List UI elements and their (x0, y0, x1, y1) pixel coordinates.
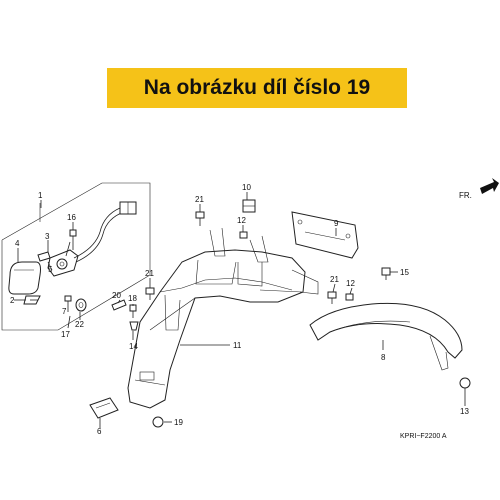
bolt-21-top[interactable] (195, 211, 205, 226)
bolt-13[interactable] (459, 377, 471, 398)
bolt-21-right[interactable] (327, 291, 337, 304)
wire-clip-20[interactable] (111, 299, 127, 311)
label-9: 9 (334, 219, 339, 228)
gasket[interactable] (37, 251, 51, 262)
label-21-left: 21 (145, 269, 154, 278)
nut-12-top[interactable] (239, 231, 248, 239)
label-11: 11 (233, 341, 242, 350)
label-18: 18 (128, 294, 137, 303)
rear-fender[interactable] (127, 227, 319, 409)
label-12-right: 12 (346, 279, 355, 288)
screw-16[interactable] (69, 229, 77, 250)
banner-text: Na obrázku díl číslo 19 (143, 76, 371, 99)
label-10: 10 (242, 183, 251, 192)
license-light[interactable] (89, 397, 119, 419)
taillight-group-frame (1, 182, 151, 331)
part-labels: 1 2 3 4 5 6 7 8 9 10 11 12 12 13 14 15 1… (10, 183, 472, 440)
front-direction-label: FR. (459, 191, 472, 200)
stay-bracket[interactable] (309, 302, 463, 371)
bolt-21-left[interactable] (145, 287, 155, 300)
label-5: 5 (48, 265, 53, 274)
label-7: 7 (62, 307, 67, 316)
label-2: 2 (10, 296, 15, 305)
taillight-lens[interactable] (8, 261, 41, 295)
nut-12-right[interactable] (345, 293, 354, 301)
diagram-code: KPRI−F2200 A (400, 433, 447, 440)
label-8: 8 (381, 353, 386, 362)
label-6: 6 (97, 427, 102, 436)
label-14: 14 (129, 342, 138, 351)
label-21-right: 21 (330, 275, 339, 284)
front-arrow-icon (480, 178, 499, 194)
label-4: 4 (15, 239, 20, 248)
leader-lines (14, 192, 466, 428)
license-plate-bracket[interactable] (291, 211, 359, 259)
label-22: 22 (75, 320, 84, 329)
bulb-socket[interactable] (47, 249, 79, 277)
label-17: 17 (61, 330, 70, 339)
label-15: 15 (400, 268, 409, 277)
screw-15[interactable] (381, 267, 391, 280)
bolt-19[interactable] (152, 416, 164, 428)
taillight-wire (73, 201, 137, 263)
label-20: 20 (112, 291, 121, 300)
label-1: 1 (38, 191, 43, 200)
label-21-top: 21 (195, 195, 204, 204)
clip-14[interactable] (129, 321, 139, 331)
part-number-banner: Na obrázku díl číslo 19 (107, 68, 407, 108)
label-13: 13 (460, 407, 469, 416)
rubber-cushion[interactable] (242, 199, 256, 213)
label-19: 19 (174, 418, 183, 427)
collar-22[interactable] (75, 298, 87, 312)
label-12-top: 12 (237, 216, 246, 225)
label-3: 3 (45, 232, 50, 241)
screw-7[interactable] (64, 295, 72, 312)
clamp-18[interactable] (129, 304, 137, 318)
label-16: 16 (67, 213, 76, 222)
